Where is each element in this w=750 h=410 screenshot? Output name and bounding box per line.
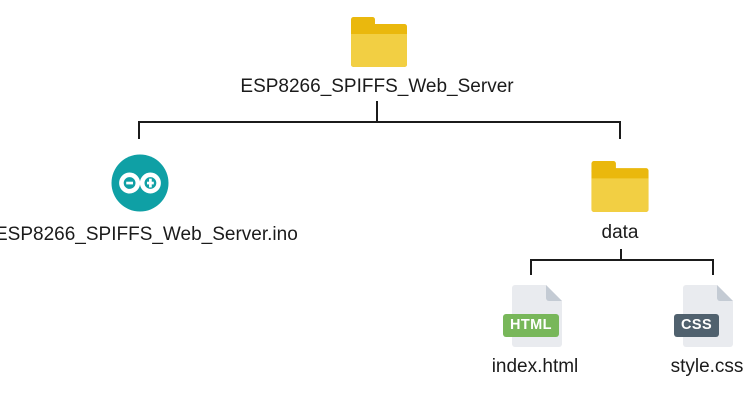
connector-line xyxy=(619,121,621,139)
arduino-icon xyxy=(110,153,170,213)
html-badge: HTML xyxy=(503,314,559,337)
connector-line xyxy=(530,259,714,261)
css-badge: CSS xyxy=(674,314,720,337)
root-folder-label: ESP8266_SPIFFS_Web_Server xyxy=(240,76,514,97)
css-file-label: style.css xyxy=(670,356,744,377)
connector-line xyxy=(138,121,621,123)
connector-line xyxy=(620,249,622,261)
data-folder-label: data xyxy=(601,222,639,243)
html-file-icon: HTML xyxy=(503,285,562,347)
sketch-file-label: ESP8266_SPIFFS_Web_Server.ino xyxy=(0,224,298,245)
html-file-label: index.html xyxy=(491,356,579,377)
connector-line xyxy=(530,259,532,275)
connector-line xyxy=(712,259,714,275)
connector-line xyxy=(138,121,140,139)
folder-icon xyxy=(351,15,407,67)
connector-line xyxy=(376,101,378,122)
css-file-icon: CSS xyxy=(674,285,733,347)
folder-icon xyxy=(591,159,649,212)
